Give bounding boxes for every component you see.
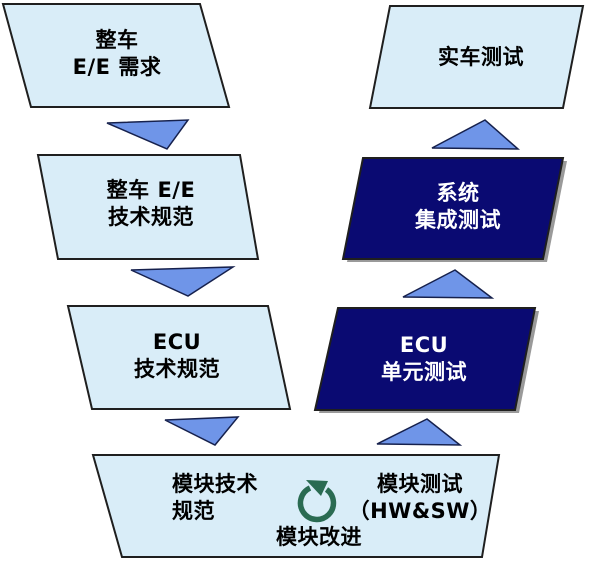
module-improve-loop-icon [297, 480, 337, 523]
arrow-req-to-spec-icon [106, 119, 190, 150]
arrow-spec-to-ecu-spec-icon [130, 266, 236, 297]
arrow-integration-to-vehicle-test-icon [431, 119, 521, 150]
real-vehicle-test-box [368, 5, 585, 109]
module-stage-box [91, 454, 501, 558]
arrow-module-to-ecu-test-icon [376, 418, 463, 446]
ecu-spec-box [66, 305, 292, 410]
ecu-unit-test-box [313, 307, 537, 411]
real-vehicle-test-label: 实车测试 [438, 45, 524, 69]
vehicle-ee-spec-label: 整车 E/E 技术规范 [106, 178, 196, 229]
module-test-label: 模块测试 （HW&SW） [348, 472, 492, 523]
vehicle-ee-spec-box [36, 154, 260, 260]
ecu-unit-test-label: ECU 单元测试 [381, 333, 467, 384]
vehicle-ee-requirements-label: 整车 E/E 需求 [72, 28, 162, 79]
module-spec-label: 模块技术 规范 [172, 472, 258, 523]
module-improve-label: 模块改进 [276, 525, 362, 549]
system-integration-test-box [341, 157, 565, 260]
loop-arrowhead [306, 480, 328, 496]
system-integration-test-label: 系统 集成测试 [415, 181, 501, 232]
vehicle-ee-requirements-box [1, 3, 231, 108]
arrow-ecu-spec-to-module-icon [164, 416, 240, 446]
loop-arc [297, 485, 337, 523]
ecu-spec-label: ECU 技术规范 [134, 330, 220, 381]
arrow-ecu-test-to-integration-icon [402, 269, 495, 299]
